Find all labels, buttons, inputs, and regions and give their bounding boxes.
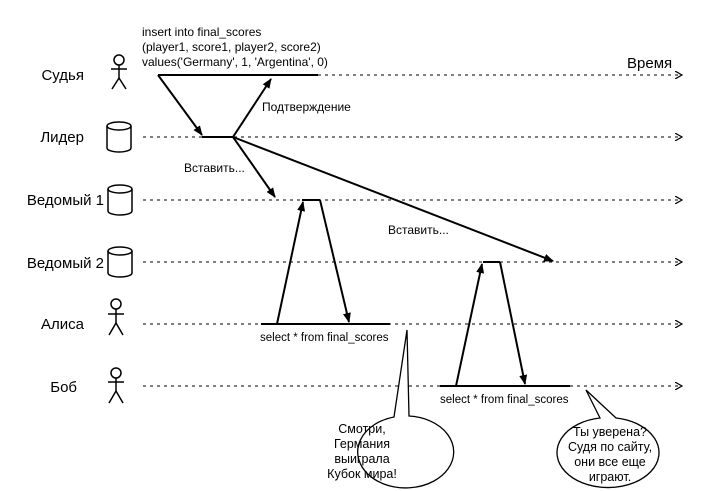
bob-bubble-line-1: Ты уверена? [573, 425, 647, 439]
actor-label-judge: Судья [41, 67, 84, 84]
person-icon [108, 367, 124, 404]
person-icon [111, 54, 127, 90]
actor-label-leader: Лидер [40, 129, 84, 146]
bob-speech-bubble [556, 389, 660, 489]
alice-bubble-line-4: Кубок мира! [327, 467, 397, 481]
database-icon [107, 246, 133, 278]
write-request-arrow [157, 74, 203, 136]
database-icon [107, 184, 133, 216]
actor-label-follower2: Ведомый 2 [27, 255, 104, 272]
alice-bubble-line-1: Смотри, [338, 422, 385, 436]
actor-label-alice: Алиса [41, 316, 85, 333]
ack-label: Подтверждение [262, 100, 351, 114]
actor-label-bob: Боб [50, 379, 77, 396]
person-icon [108, 298, 124, 336]
insert-follower2-label: Вставить... [388, 223, 449, 237]
bob-read-response-arrow [499, 261, 528, 385]
replicate-follower2-arrow [232, 136, 554, 262]
alice-read-response-arrow [319, 199, 351, 323]
database-icon [106, 121, 132, 153]
replicate-follower1-arrow [232, 136, 276, 198]
ack-arrow [232, 78, 272, 138]
insert-query-line-1: insert into final_scores [142, 25, 261, 39]
insert-query-line-3: values('Germany', 1, 'Argentina', 0) [142, 55, 328, 69]
insert-query-line-2: (player1, score1, player2, score2) [142, 40, 321, 54]
alice-bubble-line-3: выиграла [334, 452, 389, 466]
insert-follower1-label: Вставить... [184, 161, 245, 175]
bob-bubble-line-4: играют. [589, 470, 631, 484]
bob-read-request-arrow [455, 263, 485, 387]
alice-bubble-line-2: Германия [334, 437, 390, 451]
time-axis-label: Время [627, 55, 672, 72]
bob-bubble-line-2: Судя по сайту, [568, 440, 652, 454]
alice-select-query: select * from final_scores [260, 332, 389, 344]
bob-select-query: select * from final_scores [440, 394, 569, 406]
alice-read-request-arrow [276, 201, 306, 325]
bob-bubble-line-3: они все еще [574, 455, 646, 469]
actor-label-follower1: Ведомый 1 [27, 192, 104, 209]
alice-speech-bubble [357, 329, 455, 489]
